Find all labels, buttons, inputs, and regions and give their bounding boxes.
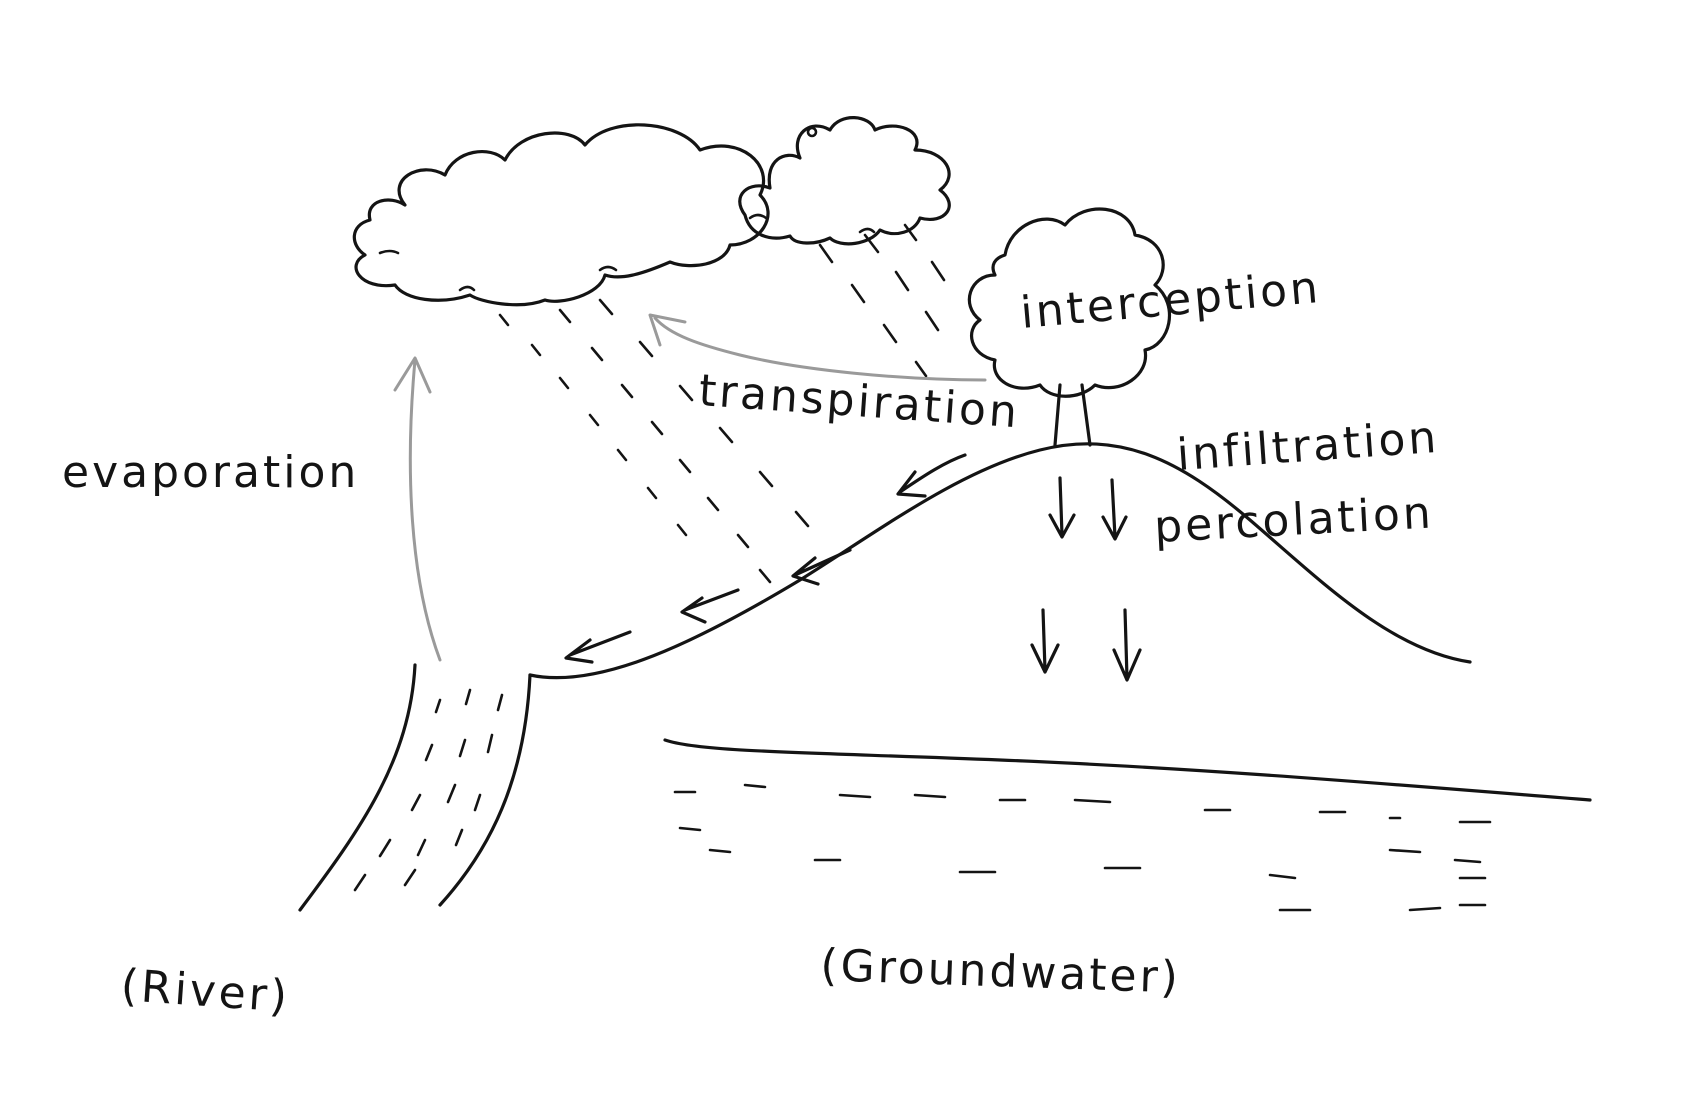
transpiration-arrow: [648, 313, 987, 382]
groundwater-label: (Groundwater): [820, 940, 1182, 1004]
left-cloud-detail: [378, 249, 618, 292]
tree-trunk: [1053, 383, 1092, 447]
right-cloud-dot: [806, 126, 818, 138]
right-cloud-detail: [748, 213, 876, 234]
transpiration-label: transpiration: [697, 365, 1021, 438]
river-label: (River): [119, 960, 291, 1023]
rain-right-cloud: [818, 223, 946, 378]
groundwater: [663, 738, 1592, 912]
percolation-arrows: [1030, 608, 1142, 682]
runoff-arrows: [564, 453, 967, 664]
river: [298, 663, 532, 912]
evaporation-label: evaporation: [62, 447, 359, 498]
evaporation-arrow: [393, 356, 442, 662]
left-cloud: [352, 123, 770, 307]
tree-canopy: [967, 207, 1172, 398]
infiltration-label: infiltration: [1175, 412, 1441, 481]
rain-left-cloud: [498, 298, 810, 584]
percolation-label: percolation: [1153, 487, 1435, 553]
infiltration-arrows: [1048, 476, 1128, 541]
interception-label: interception: [1019, 262, 1323, 339]
hill: [528, 442, 1472, 680]
right-cloud: [738, 116, 951, 246]
